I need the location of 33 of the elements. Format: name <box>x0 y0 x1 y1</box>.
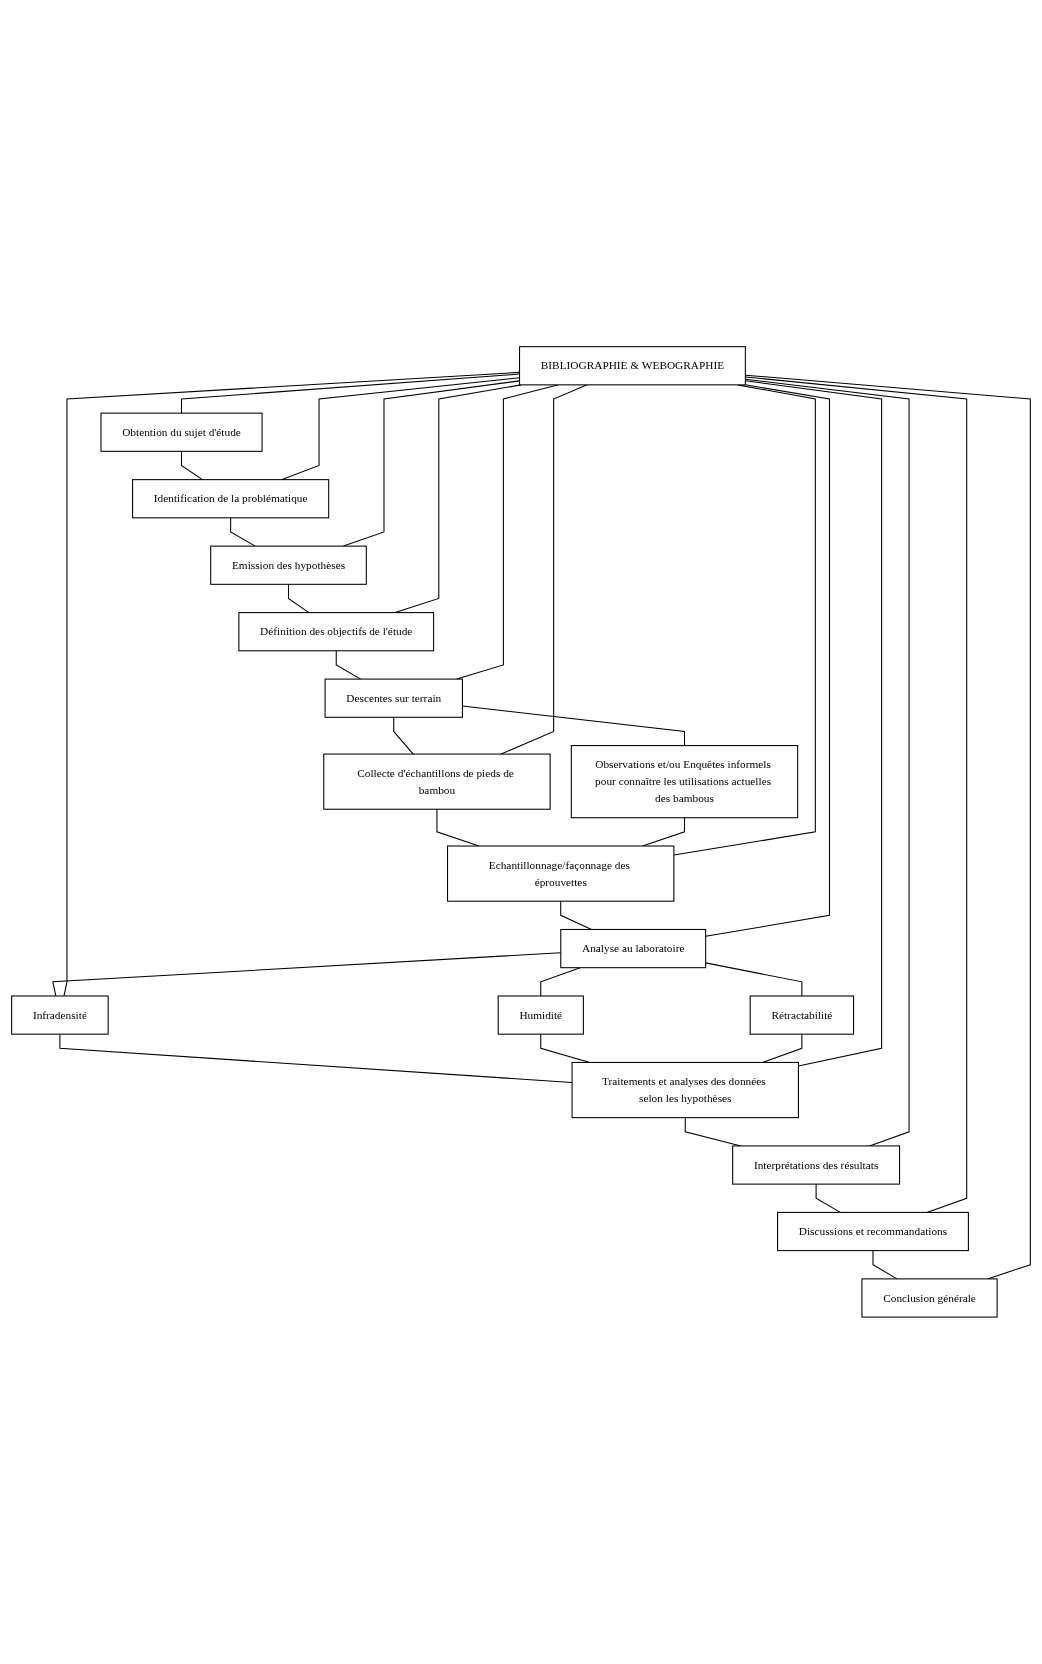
node-box: Définition des objectifs de l'étude <box>238 612 435 652</box>
node-box: Observations et/ou Enquêtes informels pour connaître les utilisations actuelles des bambous <box>570 745 799 819</box>
node-box: Collecte d'échantillons de pieds de bambou <box>323 753 551 810</box>
connector <box>872 1250 898 1280</box>
connector <box>540 967 581 997</box>
connector <box>335 650 362 680</box>
node-box: Infradensité <box>11 995 109 1035</box>
node-box: Traitements et analyses des données selon les hypothèses <box>571 1062 799 1119</box>
connector <box>181 450 203 481</box>
connector <box>815 1183 841 1214</box>
node-box: Conclusion générale <box>861 1278 998 1318</box>
node-box: Obtention du sujet d'étude <box>100 412 263 452</box>
connector <box>59 1033 573 1084</box>
connector <box>287 583 310 614</box>
connector <box>560 900 593 931</box>
node-box: Discussions et recommandations <box>777 1212 969 1252</box>
node-box: Descentes sur terrain <box>324 678 463 718</box>
connector <box>642 817 686 847</box>
connector <box>393 716 414 755</box>
connector <box>705 384 831 937</box>
node-box: Identification de la problématique <box>132 479 330 519</box>
connector <box>63 372 521 997</box>
connector <box>705 962 803 997</box>
node-box: Echantillonnage/façonnage des éprouvettes <box>447 845 675 902</box>
node-box: BIBLIOGRAPHIE & WEBOGRAPHIE <box>519 346 746 386</box>
node-box: Analyse au laboratoire <box>560 929 707 969</box>
connector <box>230 517 256 547</box>
node-box: Emission des hypothèses <box>210 545 367 585</box>
connector <box>673 384 816 856</box>
node-box: Humidité <box>497 995 584 1035</box>
node-box: Interprétations des résultats <box>732 1145 901 1185</box>
connector <box>500 384 588 755</box>
node-box: Rétractabilité <box>749 995 855 1035</box>
